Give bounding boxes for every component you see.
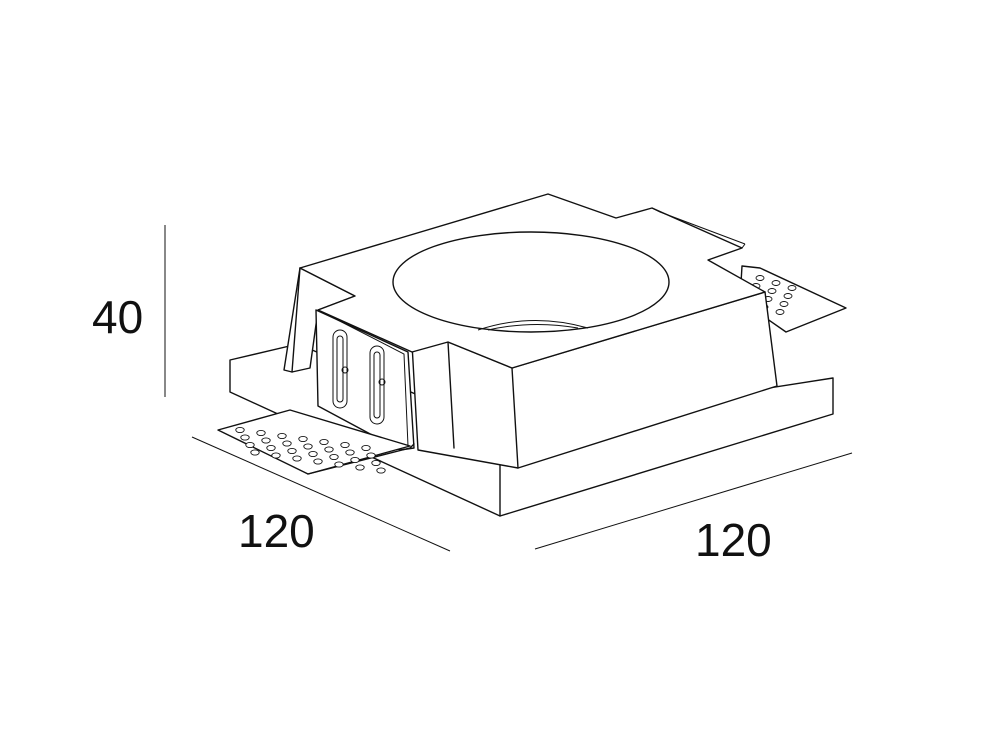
mounting-hole	[345, 449, 355, 456]
adjustment-slot	[332, 329, 348, 409]
mounting-hole	[787, 285, 797, 291]
mounting-hole	[355, 464, 365, 471]
lamp-opening	[392, 231, 670, 333]
left-mounting-clip	[217, 409, 415, 475]
mounting-hole	[779, 301, 789, 307]
mounting-hole	[771, 280, 781, 286]
mounting-hole	[324, 446, 334, 453]
mounting-hole	[371, 459, 381, 467]
mounting-hole	[361, 444, 371, 452]
mounting-hole	[350, 456, 360, 464]
mounting-hole	[329, 453, 339, 461]
mounting-hole	[783, 293, 793, 299]
mounting-hole	[376, 467, 386, 474]
left-width-dimension-label: 120	[238, 505, 315, 557]
mounting-hole	[271, 452, 281, 459]
mounting-hole	[308, 450, 318, 458]
mounting-hole	[767, 288, 777, 294]
mounting-hole	[282, 440, 292, 447]
mounting-hole	[266, 444, 276, 452]
mounting-hole	[334, 461, 344, 468]
mounting-hole	[303, 443, 313, 450]
mounting-hole	[256, 429, 266, 437]
mounting-hole	[250, 449, 260, 456]
mounting-hole	[313, 458, 323, 465]
mounting-hole	[366, 452, 376, 459]
left-width-dimension-line	[191, 436, 451, 552]
mounting-hole	[245, 441, 255, 449]
mounting-hole	[287, 447, 297, 455]
mounting-hole	[340, 441, 350, 449]
mounting-hole	[755, 275, 765, 281]
mounting-hole	[775, 309, 785, 315]
mounting-hole	[292, 455, 302, 462]
adjustment-slot	[369, 345, 385, 425]
mounting-hole	[277, 432, 287, 440]
mounting-hole	[240, 434, 250, 441]
mounting-hole	[319, 438, 329, 446]
right-width-dimension-line	[534, 452, 853, 550]
housing-body	[283, 193, 778, 469]
mounting-hole	[235, 426, 245, 434]
height-dimension-label: 40	[92, 291, 143, 343]
right-width-dimension-label: 120	[695, 514, 772, 566]
mounting-hole	[298, 435, 308, 443]
mounting-hole	[261, 437, 271, 444]
